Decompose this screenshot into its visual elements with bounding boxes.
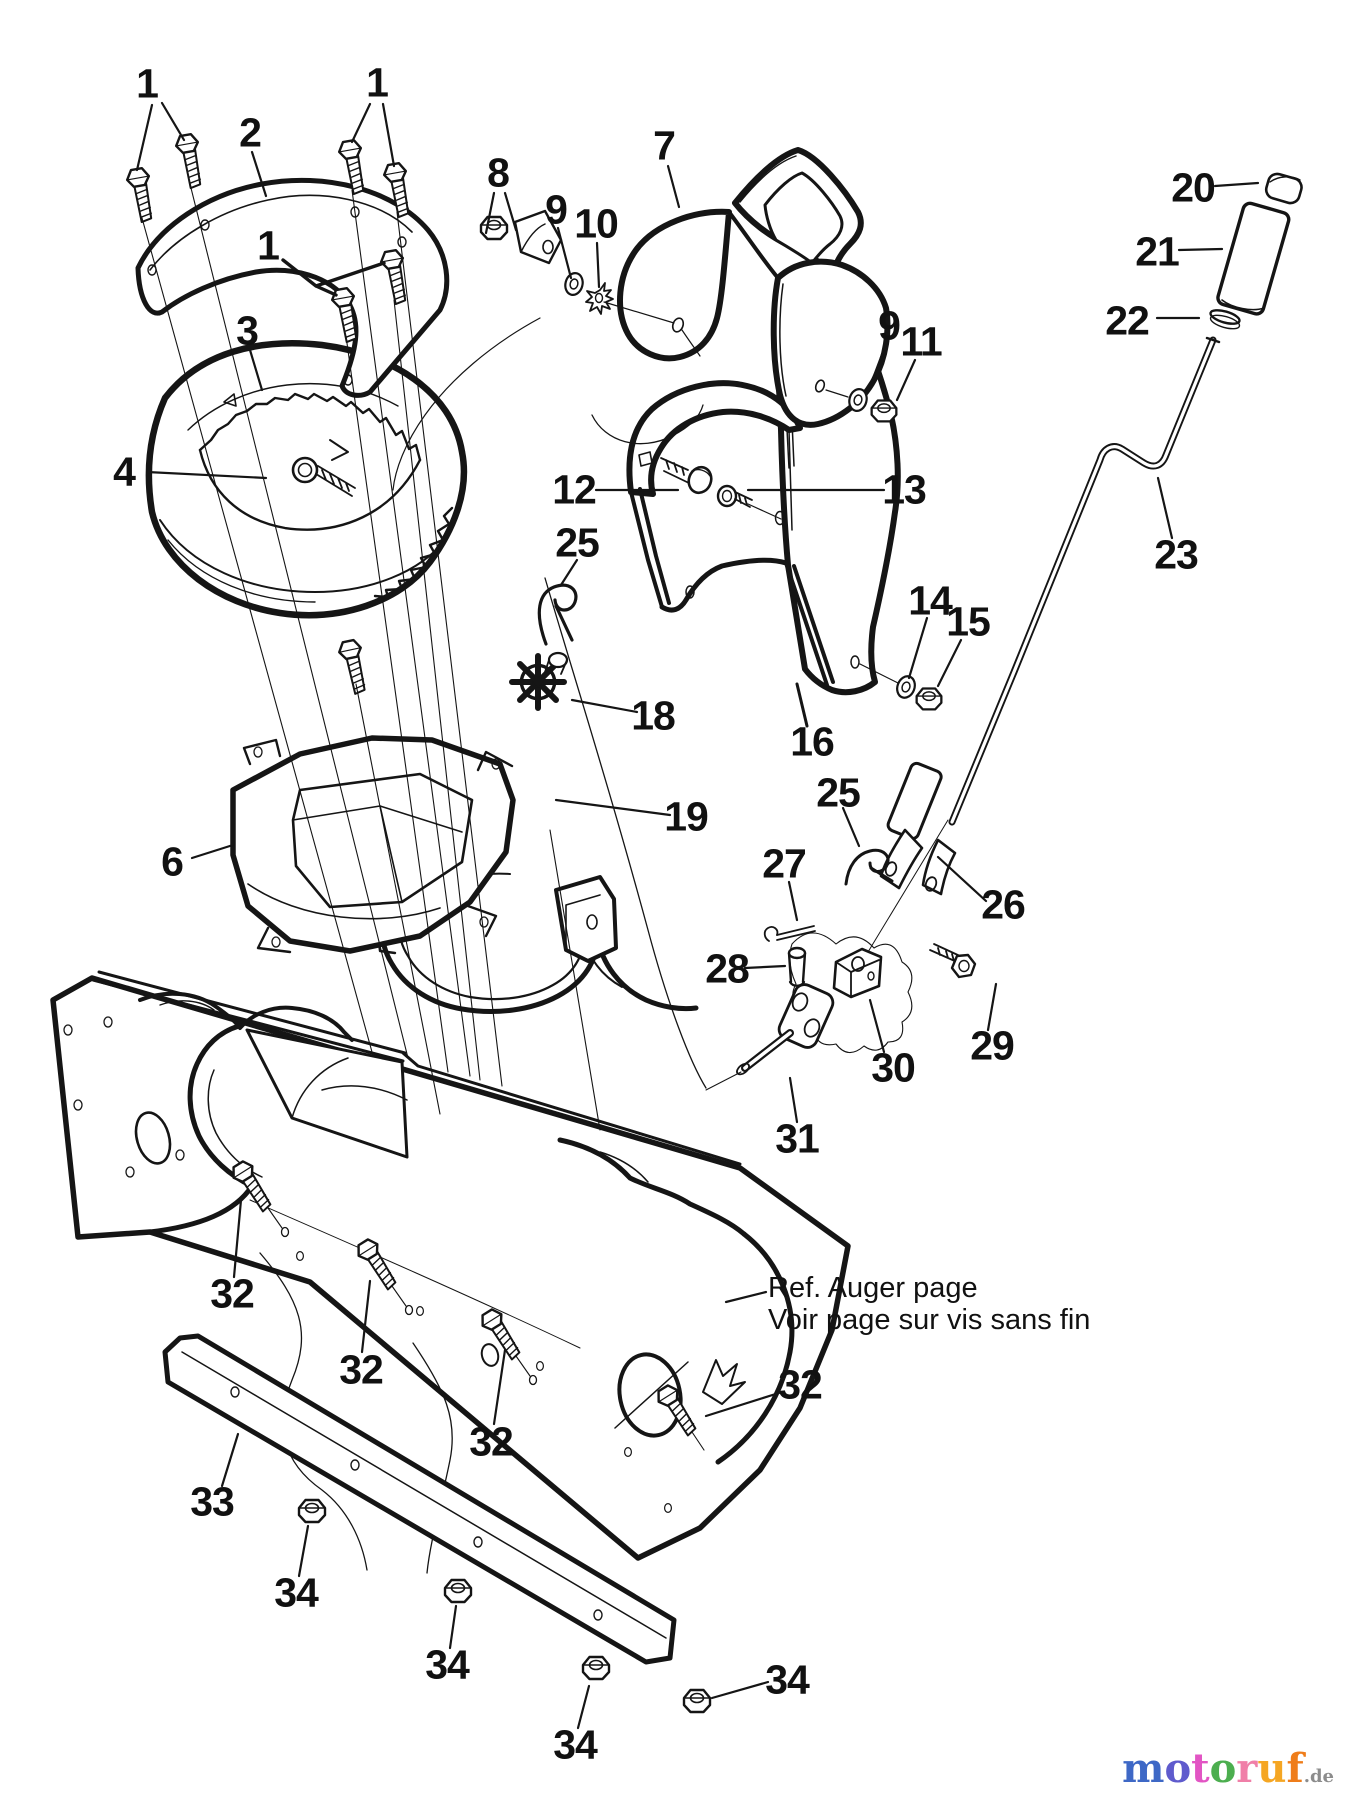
callout-34a: 34 (274, 1569, 319, 1616)
watermark-letter: r (1236, 1745, 1258, 1792)
part-pinion-gear (509, 651, 569, 711)
callout-13: 13 (882, 466, 927, 513)
watermark-letter: o (1164, 1745, 1192, 1792)
part-deflector-handle (617, 147, 891, 428)
callout-26: 26 (981, 881, 1026, 928)
part-nut-11 (870, 399, 898, 423)
reference-note: Ref. Auger page Voir page sur vis sans f… (768, 1272, 1090, 1336)
part-retainer-ring (135, 177, 450, 398)
callout-7: 7 (653, 122, 676, 169)
callout-6: 6 (161, 838, 184, 885)
callout-12: 12 (552, 466, 597, 513)
bolt-set-32 (227, 1157, 705, 1451)
callout-30: 30 (871, 1044, 916, 1091)
reference-note-line1: Ref. Auger page (768, 1272, 978, 1304)
part-scraper-bar (162, 1333, 677, 1665)
callout-1a: 1 (136, 60, 159, 107)
callout-22: 22 (1105, 297, 1150, 344)
callout-25b: 25 (816, 769, 861, 816)
part-washer-14 (893, 672, 919, 702)
part-r-clip-upper (537, 583, 578, 646)
callout-8: 8 (487, 149, 510, 196)
callout-28: 28 (705, 945, 750, 992)
callout-32a: 32 (210, 1270, 255, 1317)
watermark-letter: f (1286, 1745, 1304, 1792)
callout-32b: 32 (339, 1346, 384, 1393)
callout-10: 10 (574, 200, 619, 247)
callout-4: 4 (113, 448, 136, 495)
callout-32d: 32 (778, 1361, 823, 1408)
part-r-clip-lower (844, 848, 894, 886)
watermark-letter: o (1209, 1745, 1237, 1792)
part-nut-8 (479, 215, 509, 241)
callout-34c: 34 (553, 1721, 598, 1768)
callout-15: 15 (946, 598, 991, 645)
part-pin-28 (787, 946, 807, 987)
callout-16: 16 (790, 718, 835, 765)
part-nut-15 (915, 687, 943, 711)
part-chute-base (145, 340, 468, 619)
callout-29: 29 (970, 1022, 1015, 1069)
reference-note-line2: Voir page sur vis sans fin (768, 1304, 1091, 1336)
watermark-letter: t (1191, 1745, 1210, 1792)
callout-11: 11 (900, 318, 942, 365)
callout-21: 21 (1135, 228, 1180, 275)
part-washer-9 (561, 270, 587, 298)
callout-9: 9 (545, 186, 568, 233)
callout-27: 27 (762, 840, 807, 887)
part-screw-13 (716, 484, 782, 520)
part-cotter-pin-27 (763, 925, 816, 942)
part-pivot-bracket (513, 209, 563, 265)
watermark-letter: m (1122, 1745, 1165, 1792)
callout-18: 18 (631, 692, 676, 739)
part-carriage-bolt-12 (660, 457, 713, 495)
part-auger-housing (50, 970, 851, 1574)
callout-1b: 1 (366, 59, 389, 106)
callout-25a: 25 (555, 519, 600, 566)
callout-34d: 34 (765, 1656, 810, 1703)
callout-34b: 34 (425, 1641, 470, 1688)
part-bolt-29 (929, 943, 977, 979)
part-clevis-26 (879, 761, 957, 896)
watermark-letter: u (1257, 1745, 1287, 1792)
part-washer-22 (1209, 309, 1241, 330)
callout-20: 20 (1171, 164, 1216, 211)
part-grip-21 (1216, 201, 1291, 316)
part-grip-cap-20 (1264, 172, 1303, 205)
callout-23: 23 (1154, 531, 1199, 578)
callout-31: 31 (775, 1115, 820, 1162)
leader-lines (135, 101, 1260, 1730)
watermark-suffix: .de (1303, 1766, 1334, 1787)
part-crank-rod (867, 336, 1221, 953)
watermark-logo: motoruf.de (1122, 1745, 1334, 1792)
callout-2: 2 (239, 109, 262, 156)
construction-curve (544, 577, 707, 1089)
callout-9b: 9 (878, 302, 901, 349)
callout-19: 19 (664, 793, 709, 840)
callout-1c: 1 (257, 222, 280, 269)
part-coupler-block-30 (832, 947, 883, 999)
callout-14: 14 (908, 577, 953, 624)
part-star-washer-10 (585, 282, 614, 315)
construction-lines (141, 183, 601, 1131)
axis-line-10 (603, 301, 675, 324)
callout-32c: 32 (469, 1418, 514, 1465)
callout-33: 33 (190, 1478, 235, 1525)
callout-3: 3 (236, 307, 259, 354)
part-worm-shaft-31 (705, 983, 835, 1091)
